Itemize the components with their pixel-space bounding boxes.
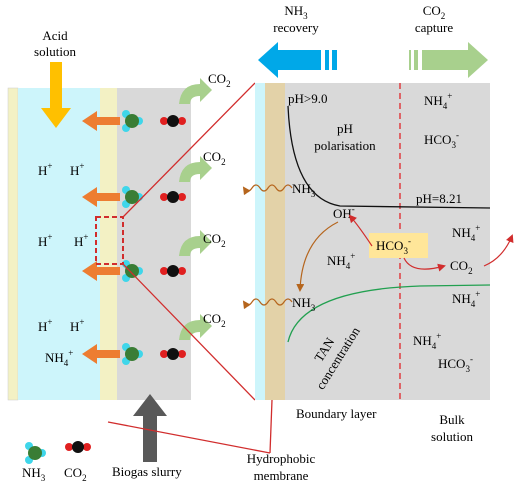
- ph-polarisation-line1: pH: [337, 121, 353, 136]
- nh3-molecule-icon: [122, 110, 143, 132]
- nh3-diffusion-arrow: [242, 184, 293, 196]
- nh3-molecule-icon: [122, 343, 143, 365]
- nh3-boundary-label: NH3: [292, 295, 316, 313]
- co2-capture-arrow-icon: [409, 42, 488, 78]
- hco3-bulk: HCO3-: [424, 130, 459, 150]
- ph-821-label: pH=8.21: [416, 191, 462, 206]
- nh3-transfer-arrow: [82, 344, 120, 364]
- zoom-region-box: [95, 216, 124, 265]
- co2-molecule-icon: [160, 265, 186, 277]
- acid-compartment: [18, 88, 100, 400]
- arrow-stripe: [411, 50, 414, 70]
- hco3-box-label: HCO3-: [376, 236, 411, 256]
- nh3-transfer-arrow: [82, 111, 120, 131]
- h-plus: H+: [38, 232, 52, 249]
- co2-escape-arrow: [179, 230, 212, 256]
- biogas-slurry-arrow: [133, 394, 167, 462]
- ph-polarisation-curve: [287, 105, 491, 209]
- nh3-transfer-arrow: [82, 261, 120, 281]
- co2-label: CO2: [203, 311, 226, 329]
- co2-escape-arrow: [179, 314, 212, 340]
- hco3-box: [369, 233, 428, 258]
- arrow-stripe: [329, 50, 332, 70]
- co2-escape-arrow: [179, 78, 212, 104]
- co2-label: CO2: [208, 71, 231, 89]
- nh3-transfer-arrow: [82, 187, 120, 207]
- nh4-bulk: NH4+: [413, 331, 441, 351]
- co2-molecule-icon: [160, 348, 186, 360]
- co2-capture-label: CO2: [423, 3, 446, 21]
- tan-concentration-curve: [287, 284, 491, 343]
- arrow-stripe: [418, 50, 422, 70]
- zoom-connector-top: [122, 82, 256, 218]
- nh3-recovery-arrow-icon: [258, 42, 337, 78]
- left-panel: [7, 87, 191, 401]
- nh4-boundary: NH4+: [327, 251, 355, 271]
- acid-solution-label: Acid solution: [34, 28, 76, 59]
- co2-capture-header: CO2 capture: [409, 3, 488, 78]
- hydrophobic-label-line2: membrane: [254, 468, 309, 483]
- co2-label: CO2: [203, 231, 226, 249]
- h-plus: H+: [74, 232, 88, 249]
- nh3-transfer-arrows: [82, 111, 120, 364]
- co2-legend-icon: [65, 441, 91, 453]
- bulk-label-line2: solution: [431, 429, 473, 444]
- nh4-bulk: NH4+: [452, 223, 480, 243]
- nh3-molecule-icon: [122, 260, 143, 282]
- arrow-stripe: [321, 50, 325, 70]
- membrane-pointer-left: [107, 421, 271, 454]
- ph-high-label: pH>9.0: [288, 91, 327, 106]
- hco3-to-co2-arrow: [403, 257, 446, 272]
- oh-minus-label: OH-: [333, 204, 355, 221]
- co2-escape-arrow: [179, 156, 212, 182]
- co2-molecule-icon: [160, 115, 186, 127]
- h-plus: H+: [70, 317, 84, 334]
- acid-strip-right: [255, 83, 265, 400]
- co2-molecule-icon: [160, 191, 186, 203]
- co2-out-arrow: [483, 234, 514, 267]
- co2-right-label: CO2: [450, 258, 473, 276]
- nh3-molecules: [122, 110, 143, 365]
- acid-label-line1: Acid: [42, 28, 68, 43]
- membrane-pointer-right: [269, 399, 273, 454]
- hco3-to-oh-arrow: [348, 214, 373, 247]
- h-plus: H+: [38, 161, 52, 178]
- left-membrane-strip: [7, 87, 19, 401]
- acid-label-line2: solution: [34, 44, 76, 59]
- hydrophobic-membrane-right: [265, 83, 285, 400]
- nh3-recovery-header: NH3 recovery: [258, 3, 337, 78]
- nh4-plus-left: NH4+: [45, 348, 73, 368]
- nh3-boundary-label: NH3: [292, 181, 316, 199]
- nh3-diffusion-arrow: [242, 298, 293, 310]
- co2-escape-arrows: [179, 78, 212, 340]
- oh-to-nh3-arrow: [296, 221, 339, 292]
- co2-capture-label-2: capture: [415, 20, 453, 35]
- legend: NH3 CO2: [22, 441, 91, 483]
- h-plus: H+: [70, 161, 84, 178]
- legend-co2-label: CO2: [64, 465, 87, 483]
- co2-labels-left: CO2 CO2 CO2 CO2: [203, 71, 231, 329]
- nh3-legend-icon: [25, 442, 46, 464]
- h-plus-labels: H+ H+ H+ H+ H+ H+ NH4+: [38, 161, 88, 368]
- legend-nh3-label: NH3: [22, 465, 46, 483]
- bulk-label-line1: Bulk: [439, 412, 465, 427]
- ph-polarisation-line2: polarisation: [314, 138, 376, 153]
- nh4-bulk: NH4+: [452, 289, 480, 309]
- hydrophobic-label-line1: Hydrophobic: [247, 451, 316, 466]
- acid-inflow-arrow: [41, 62, 71, 128]
- co2-molecules: [160, 115, 186, 360]
- nh4-bulk: NH4+: [424, 91, 452, 111]
- h-plus: H+: [38, 317, 52, 334]
- co2-label: CO2: [203, 149, 226, 167]
- hco3-bulk: HCO3-: [438, 354, 473, 374]
- nh3-recovery-label-2: recovery: [273, 20, 319, 35]
- zoom-connector-bottom: [122, 263, 256, 401]
- boundary-layer-label: Boundary layer: [296, 406, 377, 421]
- hydrophobic-membrane-left: [100, 88, 117, 400]
- nh3-recovery-label: NH3: [284, 3, 308, 21]
- biogas-slurry-label: Biogas slurry: [112, 464, 182, 479]
